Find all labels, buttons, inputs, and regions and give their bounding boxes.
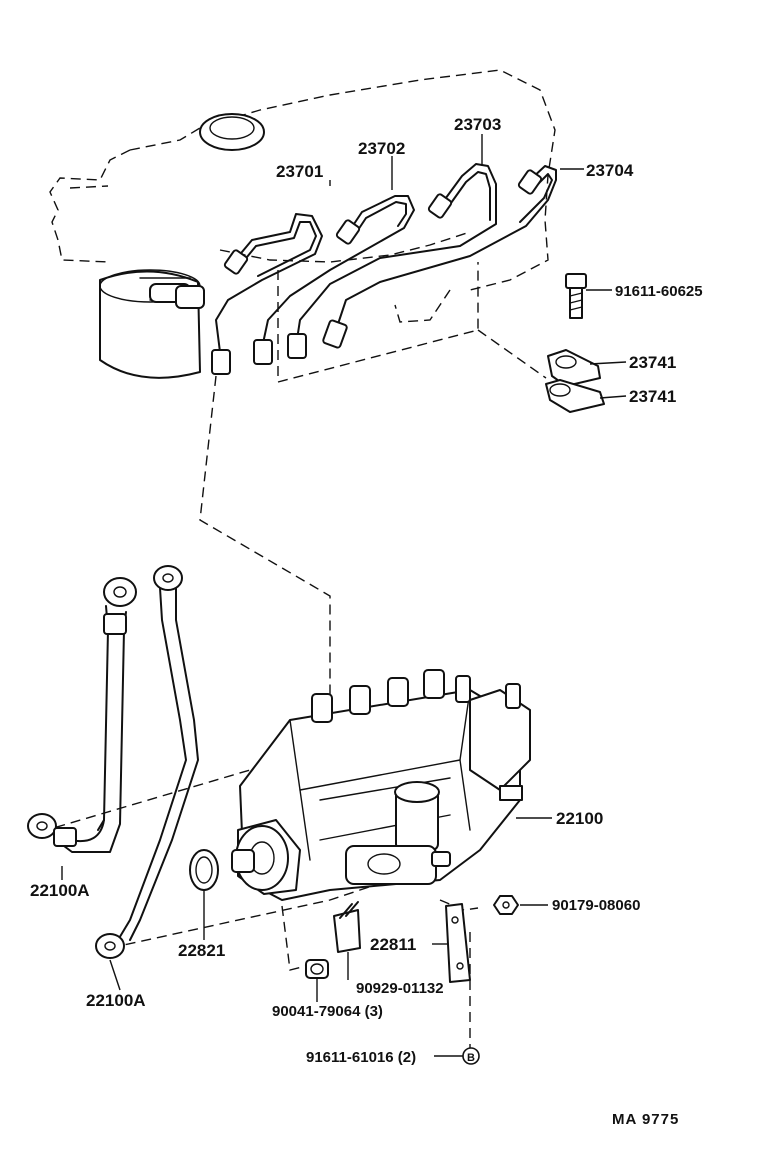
clamp-bolt-91611-60625 — [565, 273, 587, 319]
leader-lines — [61, 134, 627, 1057]
callout-22100a-lower: 22100A — [86, 991, 146, 1010]
callout-23704: 23704 — [586, 161, 634, 180]
nut-90179-08060 — [493, 895, 519, 915]
bracket-90929-01132 — [333, 901, 361, 953]
injection-pipe-23704 — [335, 165, 557, 331]
callout-23741-lower: 23741 — [629, 387, 676, 406]
o-ring-22821 — [189, 849, 219, 891]
fuel-hose-22100a-upper — [27, 577, 137, 853]
callout-90929-01132: 90929-01132 — [356, 980, 444, 997]
oil-filler-cap — [199, 113, 265, 151]
callout-22100a-upper: 22100A — [30, 881, 90, 900]
reference-marker-b: B — [462, 1047, 480, 1065]
callout-23703: 23703 — [454, 115, 501, 134]
assembly-guide-lines — [39, 262, 547, 1050]
injection-pipe-23703 — [295, 163, 497, 347]
callout-22821: 22821 — [178, 941, 225, 960]
callout-90041-79064: 90041-79064 (3) — [272, 1003, 383, 1020]
engine-front-housing — [99, 269, 205, 379]
callout-91611-60625: 91611-60625 — [615, 283, 703, 300]
callout-23702: 23702 — [358, 139, 405, 158]
callout-90179-08060: 90179-08060 — [552, 897, 640, 914]
bracket-22811 — [445, 903, 471, 983]
fuel-hose-22100a-lower — [95, 565, 199, 959]
nut-90041-79064 — [305, 959, 329, 979]
reference-marker-b-label: B — [467, 1052, 475, 1064]
injection-pump-22100 — [231, 689, 531, 901]
callout-22100: 22100 — [556, 809, 603, 828]
pipe-clamp-23741-lower — [545, 379, 605, 413]
callout-23741-upper: 23741 — [629, 353, 676, 372]
pipe-clamp-23741-upper — [547, 349, 601, 387]
callout-91611-61016: 91611-61016 (2) — [306, 1049, 416, 1066]
injection-pipe-23702 — [261, 195, 415, 349]
pipe-union-nuts — [211, 169, 543, 375]
diagram-code: MA 9775 — [612, 1111, 679, 1128]
injection-pipe-23701 — [215, 213, 323, 353]
delivery-valve-holders — [311, 669, 521, 723]
callout-23701: 23701 — [276, 162, 323, 181]
callout-22811: 22811 — [370, 935, 416, 954]
